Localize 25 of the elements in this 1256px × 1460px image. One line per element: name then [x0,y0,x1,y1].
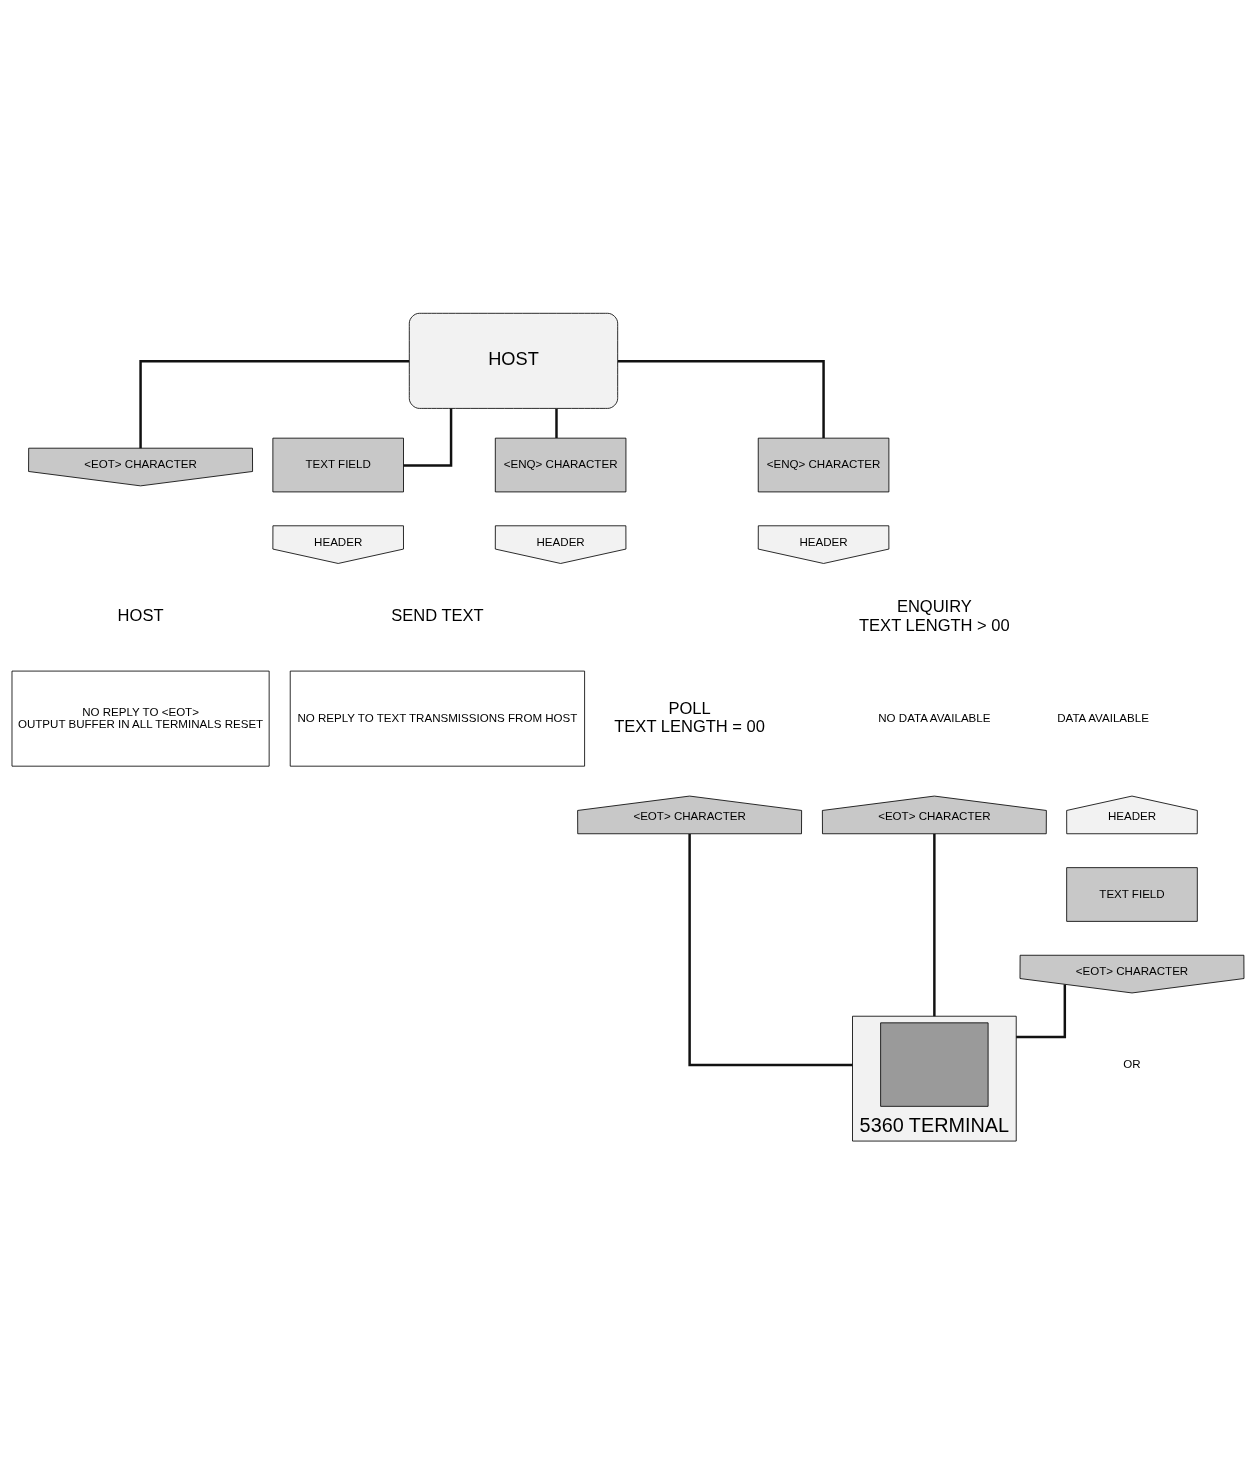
node-label: TEXT LENGTH > 00 [859,615,1010,635]
label: NO DATA AVAILABLE [878,711,991,724]
node-label: SEND TEXT [391,605,484,625]
node-label: TEXT LENGTH = 00 [614,716,765,736]
label: HOST [117,605,164,625]
cluster: 5360 TERMINAL [852,1015,1017,1141]
connector [403,408,453,467]
connector [1016,984,1067,1038]
node-label: ENQUIRY [896,596,972,616]
connector [933,833,936,1016]
connector [617,359,825,438]
node-box: <ENQ> CHARACTER [494,437,627,492]
label: OR [1123,1057,1141,1070]
connector [688,833,853,1066]
connector [139,359,410,448]
node-box: NO REPLY TO TEXT TRANSMISSIONS FROM HOST [289,670,585,767]
node-box: NO REPLY TO <EOT> OUTPUT BUFFER IN ALL TERMINALS RESET [11,670,270,767]
node-box: <ENQ> CHARACTER [757,437,890,492]
node-box: HOST [408,312,619,409]
label: DATA AVAILABLE [1057,711,1149,724]
node-box: TEXT FIELD [272,437,404,492]
node-label: POLL [668,698,711,718]
node-box [880,1021,989,1107]
connector [555,408,558,438]
node-box: TEXT FIELD [1066,866,1198,922]
